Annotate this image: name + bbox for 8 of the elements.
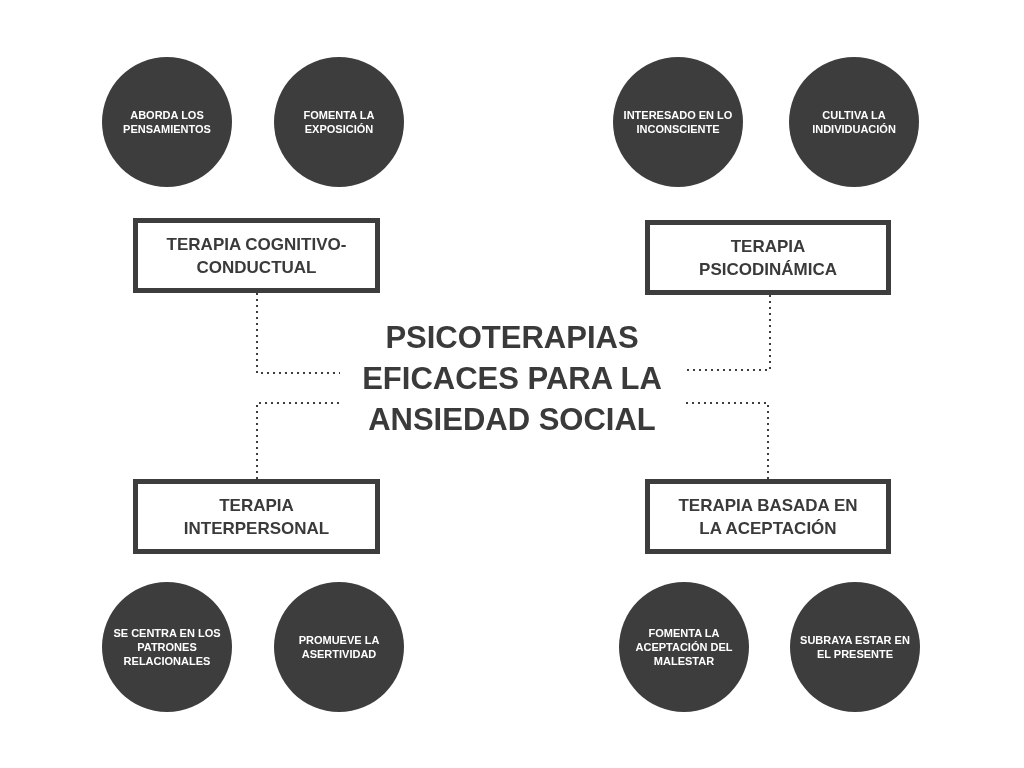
therapy-box: TERAPIA COGNITIVO-CONDUCTUAL xyxy=(133,218,380,293)
therapy-box: TERAPIA INTERPERSONAL xyxy=(133,479,380,554)
central-topic: PSICOTERAPIAS EFICACES PARA LA ANSIEDAD SOCIAL xyxy=(361,318,663,439)
therapy-box: TERAPIA PSICODINÁMICA xyxy=(645,220,891,295)
dotted-connector xyxy=(256,292,341,374)
dotted-connector xyxy=(683,402,769,480)
dotted-connector xyxy=(256,402,341,480)
therapy-box: TERAPIA BASADA EN LA ACEPTACIÓN xyxy=(645,479,891,554)
